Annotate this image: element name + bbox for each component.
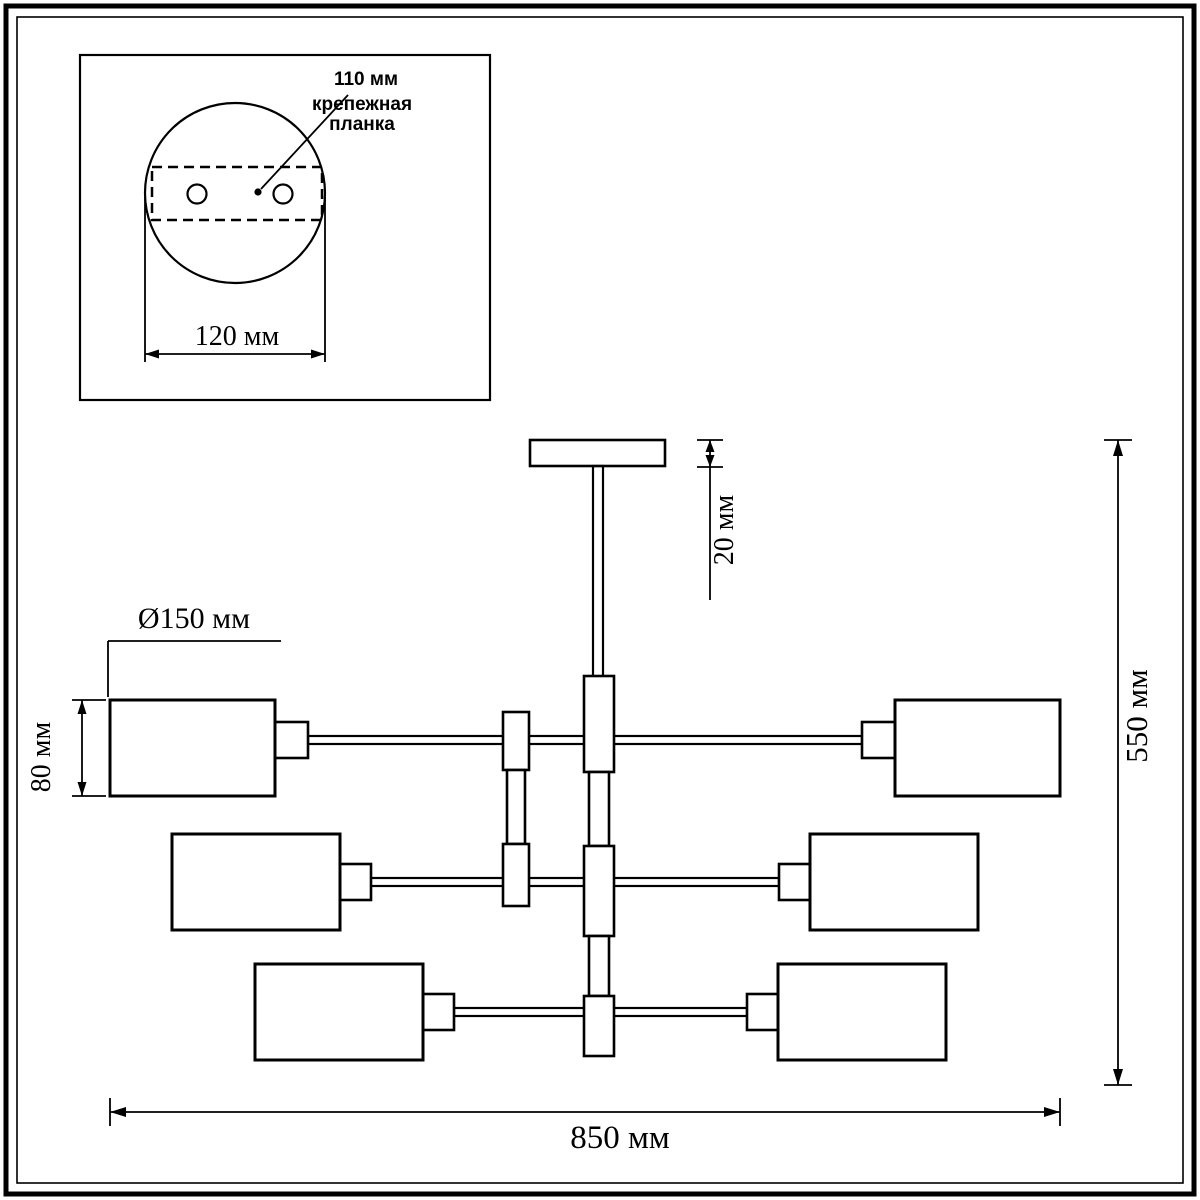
mounting-detail-inset: 110 мм крепежная планка 120 мм — [78, 53, 492, 402]
chandelier-side-view — [108, 438, 1062, 1062]
center-hub-middle — [582, 844, 616, 938]
overall-width-label: 850 мм — [570, 1120, 670, 1156]
shade-diameter-label: Ø150 мм — [138, 602, 250, 635]
plate-width-arrow-left — [145, 349, 159, 359]
canopy-plate-circle — [143, 101, 327, 285]
hole-distance-label: 110 мм — [334, 69, 398, 90]
arm-middle — [368, 876, 781, 888]
side-bar-mid-segment — [505, 768, 527, 846]
center-hub-bottom — [582, 994, 616, 1058]
connector-middle-right — [777, 862, 812, 902]
overall-width-arrow-right — [1044, 1107, 1060, 1117]
shade-bottom-right — [776, 962, 948, 1062]
plate-width-arrow-right — [311, 349, 325, 359]
bracket-leader-line — [260, 94, 349, 190]
overall-height-dimension: 550 мм — [1104, 439, 1154, 1086]
center-hub-top — [582, 674, 616, 774]
connector-bottom-right — [745, 992, 780, 1032]
shade-top-right — [893, 698, 1062, 798]
mounting-hole-left — [186, 183, 208, 205]
overall-height-arrow-up — [1113, 440, 1123, 456]
overall-width-dimension: 850 мм — [109, 1098, 1061, 1156]
inner-frame — [16, 16, 1184, 1184]
stem-rod — [591, 464, 605, 680]
detail-box-border — [78, 53, 492, 402]
connector-middle-left — [338, 862, 373, 902]
shade-height-arrow-down — [77, 782, 87, 796]
side-bar-bottom-block — [501, 842, 531, 908]
mounting-hole-right — [272, 183, 294, 205]
overall-height-arrow-down — [1113, 1069, 1123, 1085]
leader-point-dot — [254, 188, 262, 196]
plate-width-dimension: 120 мм — [144, 197, 326, 362]
shade-height-label: 80 мм — [26, 722, 57, 793]
outer-frame — [3, 3, 1197, 1197]
bracket-label-line2: планка — [329, 114, 395, 135]
shade-height-arrow-up — [77, 700, 87, 714]
overall-height-label: 550 мм — [1119, 669, 1154, 762]
connector-top-right — [860, 720, 897, 760]
shade-bottom-left — [253, 962, 425, 1062]
shade-height-dimension: 80 мм — [26, 699, 106, 797]
overall-width-arrow-left — [110, 1107, 126, 1117]
shade-top-left — [108, 698, 277, 798]
canopy-height-arrow-down — [705, 455, 715, 467]
center-column-segment-2 — [587, 934, 611, 998]
connector-top-left — [273, 720, 310, 760]
canopy-height-arrow-up — [705, 440, 715, 452]
center-column-segment-1 — [587, 770, 611, 848]
connector-bottom-left — [421, 992, 456, 1032]
side-bar-top-block — [501, 710, 531, 772]
shade-middle-left — [170, 832, 342, 932]
ceiling-canopy — [528, 438, 667, 468]
shade-diameter-dimension: Ø150 мм — [107, 602, 281, 697]
mounting-bracket-dashed-outline — [150, 165, 324, 222]
shade-middle-right — [808, 832, 980, 932]
plate-width-label: 120 мм — [195, 321, 280, 352]
canopy-height-label: 20 мм — [709, 495, 740, 566]
bracket-label-line1: крепежная — [312, 94, 412, 115]
canopy-height-dimension: 20 мм — [697, 439, 740, 600]
